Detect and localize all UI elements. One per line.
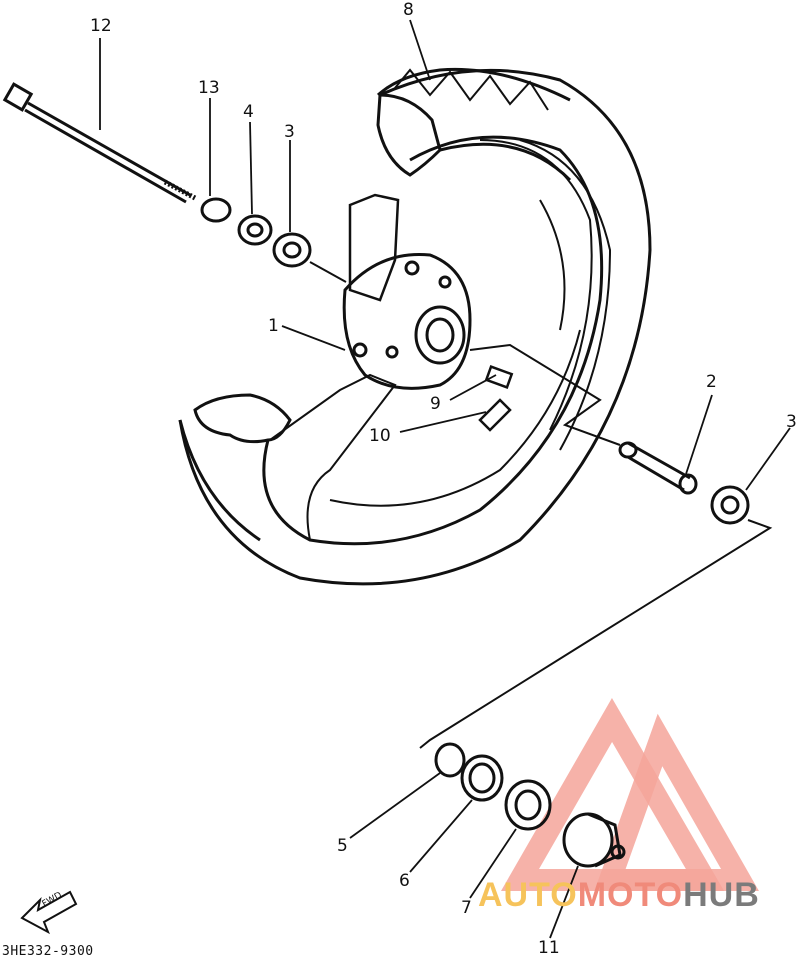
wheel-rim [178, 67, 652, 586]
diagram-code: 3HE332-9300 [2, 944, 94, 959]
callout-9: 9 [430, 394, 441, 414]
watermark-logo [500, 698, 759, 891]
axle-bolt [2, 82, 197, 204]
leader-lines [99, 19, 791, 939]
watermark-moto: MOTO [577, 876, 684, 914]
watermark-hub: HUB [683, 876, 760, 914]
upper-spacers [200, 197, 347, 283]
callout-4: 4 [243, 102, 254, 122]
fwd-arrow-icon [20, 890, 78, 935]
watermark-text: AUTOMOTOHUB [478, 878, 760, 912]
right-spacer-bearing [419, 343, 773, 749]
valve-parts [478, 365, 514, 432]
wheel-hub [342, 252, 472, 390]
watermark-auto: AUTO [478, 876, 578, 914]
callout-13: 13 [198, 78, 220, 98]
callout-3-right: 3 [786, 412, 797, 432]
callout-10: 10 [369, 426, 391, 446]
callout-6: 6 [399, 871, 410, 891]
callout-12: 12 [90, 16, 112, 36]
callout-8: 8 [403, 0, 414, 20]
callout-3-top: 3 [284, 122, 295, 142]
callout-7: 7 [461, 898, 472, 918]
callout-1: 1 [268, 316, 279, 336]
callout-11: 11 [538, 938, 560, 958]
callout-5: 5 [337, 836, 348, 856]
callout-2: 2 [706, 372, 717, 392]
lower-parts [434, 742, 626, 868]
